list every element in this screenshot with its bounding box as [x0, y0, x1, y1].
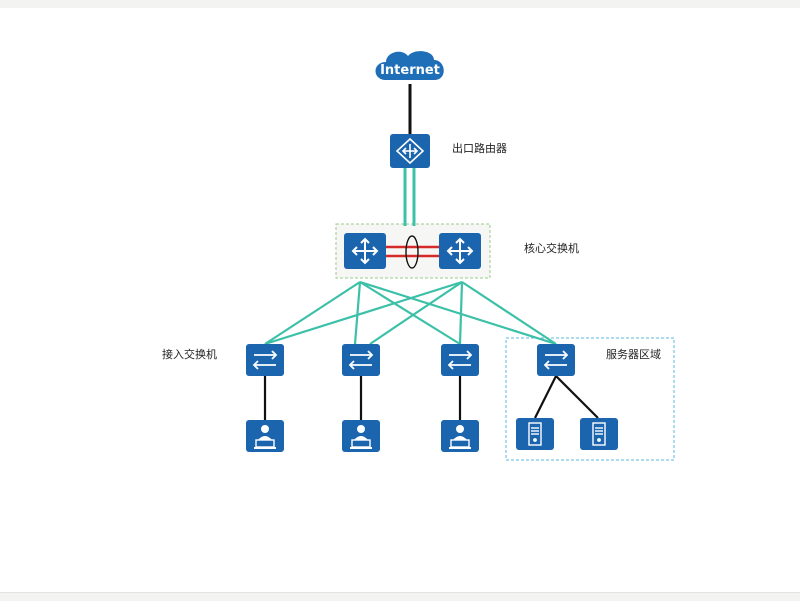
user-pc-icon	[350, 425, 372, 449]
switch-icon	[447, 350, 473, 370]
egress-router[interactable]	[390, 134, 430, 168]
diagram-canvas	[0, 8, 800, 592]
switch-icon	[252, 350, 278, 370]
l3-switch-icon	[351, 237, 379, 265]
link-router-core	[403, 168, 416, 226]
server-1[interactable]	[516, 418, 554, 450]
core-switch-2[interactable]	[439, 233, 481, 269]
l3-switch-icon	[446, 237, 474, 265]
server-zone-switch[interactable]	[537, 344, 575, 376]
user-pc-2[interactable]	[342, 420, 380, 452]
access-switch-3[interactable]	[441, 344, 479, 376]
links-core-access	[264, 280, 557, 346]
cloud-label: Internet	[380, 63, 440, 78]
cloud-icon	[375, 51, 444, 80]
access-switch-2[interactable]	[342, 344, 380, 376]
links-access-endpoints	[263, 375, 599, 420]
switch-icon	[348, 350, 374, 370]
router-label: 出口路由器	[452, 141, 507, 155]
access-switch-1[interactable]	[246, 344, 284, 376]
core-stack-links	[385, 245, 440, 258]
router-icon	[395, 137, 425, 165]
user-pc-3[interactable]	[441, 420, 479, 452]
user-pc-icon	[449, 425, 471, 449]
user-pc-icon	[254, 425, 276, 449]
bottom-margin	[0, 592, 800, 601]
server-2[interactable]	[580, 418, 618, 450]
core-label: 核心交换机	[524, 241, 579, 255]
server-zone-label: 服务器区域	[606, 348, 661, 361]
user-pc-1[interactable]	[246, 420, 284, 452]
access-label: 接入交换机	[162, 347, 217, 361]
server-icon	[592, 422, 606, 446]
server-icon	[528, 422, 542, 446]
core-switch-1[interactable]	[344, 233, 386, 269]
link-aggregation-ellipse	[405, 235, 419, 269]
switch-icon	[543, 350, 569, 370]
internet-cloud[interactable]: Internet	[375, 51, 444, 80]
